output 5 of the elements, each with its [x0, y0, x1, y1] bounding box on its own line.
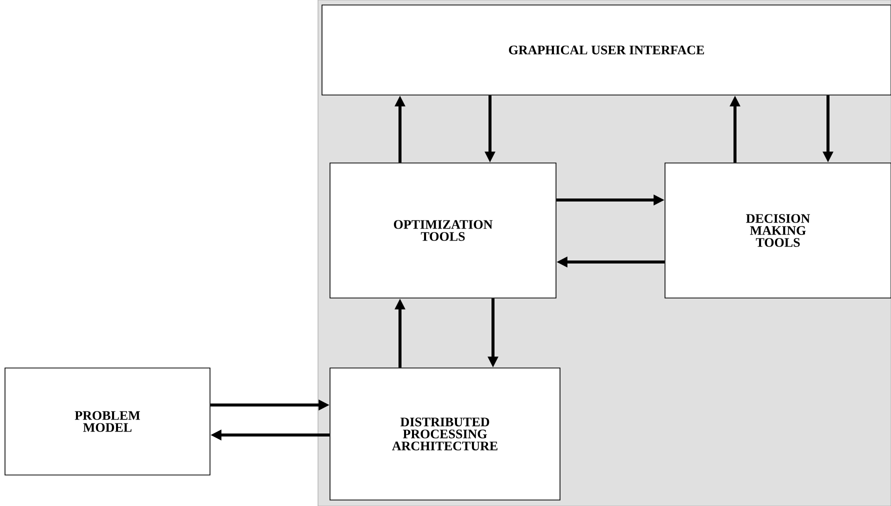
process-box: DISTRIBUTED PROCESSING ARCHITECTURE — [330, 368, 560, 500]
process-box: GRAPHICAL USER INTERFACE — [322, 4, 891, 96]
process-box: PROBLEM MODEL — [4, 368, 210, 476]
process-box: DECISION MAKING TOOLS — [664, 162, 891, 298]
process-box: OPTIMIZATION TOOLS — [330, 162, 556, 298]
